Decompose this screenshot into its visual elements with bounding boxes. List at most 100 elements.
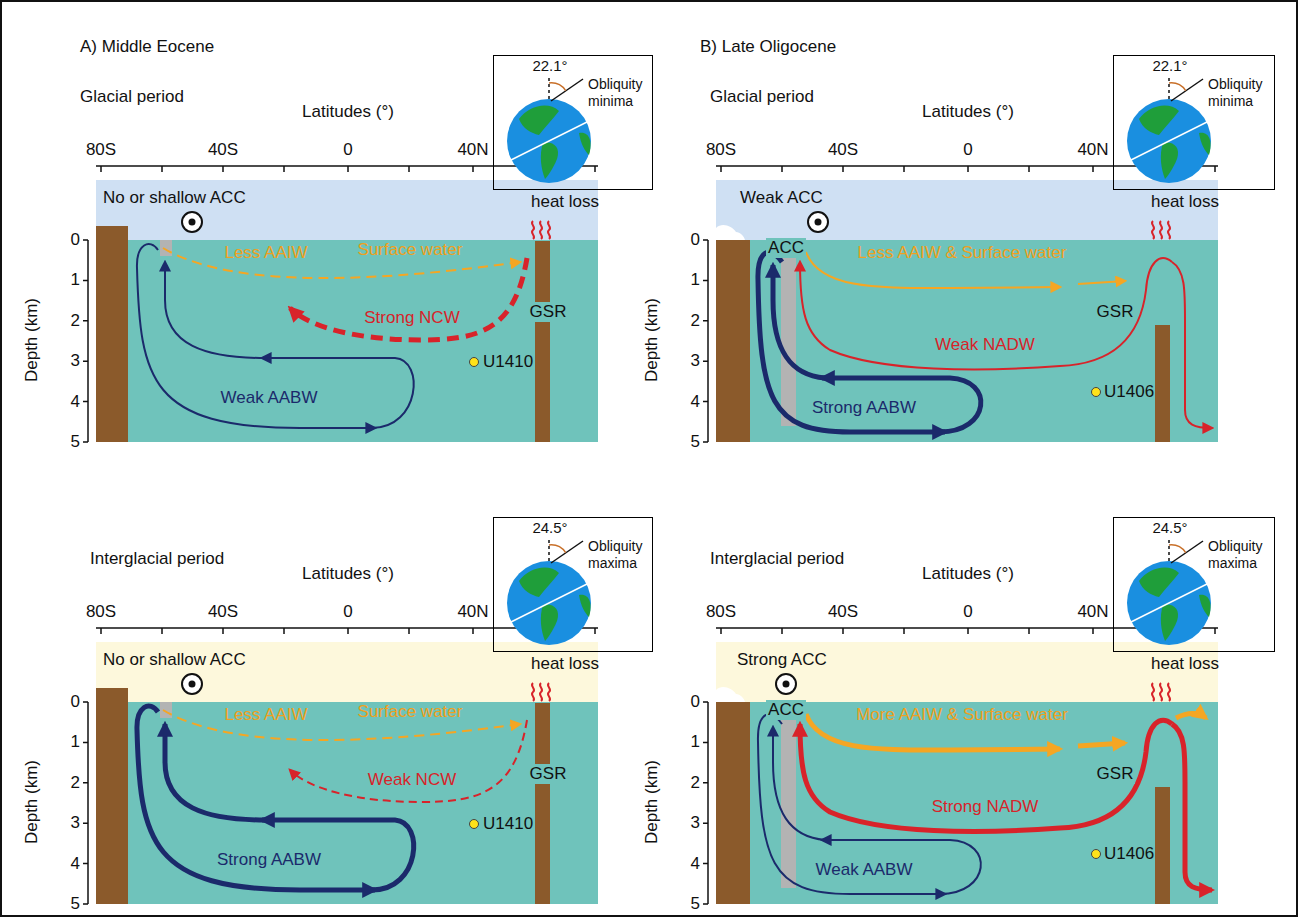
circulation-arrow xyxy=(758,252,945,432)
text-label: 40N xyxy=(1077,602,1108,622)
ridge-bar xyxy=(1155,787,1170,904)
circulation-arrow xyxy=(163,248,520,278)
ocean-section xyxy=(83,166,598,442)
circulation-arrow xyxy=(758,252,1212,432)
text-label: 80S xyxy=(86,602,116,622)
circulation-arrow xyxy=(137,244,527,428)
text-label: Weak NADW xyxy=(935,335,1035,355)
continent-wall xyxy=(96,226,128,442)
text-label: 40N xyxy=(457,602,488,622)
circulation-arrow xyxy=(758,714,945,894)
angle-value: 24.5° xyxy=(532,519,567,536)
text-label: 4 xyxy=(71,392,80,412)
acc-current-symbol xyxy=(182,212,202,232)
text-label: 40S xyxy=(828,140,858,160)
globe-icon xyxy=(507,75,1211,645)
text-label: 40S xyxy=(208,602,238,622)
continent-wall xyxy=(716,240,750,442)
angle-value: 24.5° xyxy=(1152,519,1187,536)
text-label: 5 xyxy=(71,894,80,914)
circulation-arrow xyxy=(800,258,1172,369)
text-label: 4 xyxy=(691,854,700,874)
text-label: 0 xyxy=(71,692,80,712)
text-label: Strong NADW xyxy=(932,797,1039,817)
globe-icon xyxy=(507,75,591,183)
circulation-arrow xyxy=(165,724,265,820)
angle-value: 22.1° xyxy=(1152,57,1187,74)
text-label: 2 xyxy=(71,311,80,331)
text-label: GSR xyxy=(1095,302,1136,322)
text-label: Less AAIW xyxy=(224,705,307,725)
continent-wall xyxy=(96,688,128,904)
axis-title: Depth (km) xyxy=(642,298,662,382)
text-label: Strong AABW xyxy=(812,398,916,418)
text-label: Surface water xyxy=(358,702,463,722)
acc-gateway xyxy=(160,702,172,718)
text-label: Less AAIW & Surface water xyxy=(858,243,1067,263)
text-label: Interglacial period xyxy=(710,549,844,569)
text-label: Surface water xyxy=(358,240,463,260)
circulation-arrow xyxy=(137,244,375,428)
text-label: A) Middle Eocene xyxy=(80,37,214,57)
obliquity-inset: 22.1°Obliquity minima xyxy=(493,55,653,190)
text-label: 1 xyxy=(691,732,700,752)
text-label: 0 xyxy=(691,692,700,712)
text-label: Weak AABW xyxy=(816,860,913,880)
heat-loss-symbol xyxy=(532,221,550,239)
circulation-arrow xyxy=(1172,724,1212,890)
globe-icon xyxy=(1127,75,1211,183)
circulation-arrow xyxy=(1078,281,1125,284)
text-label: 0 xyxy=(691,230,700,250)
text-label: Glacial period xyxy=(710,87,814,107)
text-label: 40S xyxy=(208,140,238,160)
text-label: 0 xyxy=(343,140,352,160)
acc-current-symbol xyxy=(182,212,828,694)
text-label: 4 xyxy=(691,392,700,412)
axis-title: Depth (km) xyxy=(642,760,662,844)
text-label: 0 xyxy=(963,602,972,622)
text-label: 1 xyxy=(71,732,80,752)
ice-sheet xyxy=(716,225,745,240)
text-label: Weak AABW xyxy=(221,388,318,408)
ice-sheet xyxy=(716,687,745,702)
text-label: Strong NCW xyxy=(364,308,459,328)
circulation-arrow xyxy=(773,727,825,840)
text-label: Glacial period xyxy=(80,87,184,107)
circulation-arrow xyxy=(137,706,527,890)
text-label: 40N xyxy=(1077,140,1108,160)
acc-current-symbol xyxy=(808,212,828,232)
axis-title: Depth (km) xyxy=(22,298,42,382)
text-label: No or shallow ACC xyxy=(103,188,246,208)
ocean-section xyxy=(83,628,598,904)
text-label: GSR xyxy=(1095,764,1136,784)
text-label: 2 xyxy=(691,773,700,793)
text-label: heat loss xyxy=(531,192,599,212)
circulation-arrow xyxy=(800,720,1172,831)
text-label: Latitudes (°) xyxy=(302,102,394,122)
text-label: Latitudes (°) xyxy=(302,564,394,584)
acc-current-symbol xyxy=(182,674,202,694)
text-label: U1406 xyxy=(1104,382,1154,402)
text-label: 1 xyxy=(71,270,80,290)
acc-gateway xyxy=(160,240,172,256)
site-dot xyxy=(1092,850,1101,859)
ridge-bar xyxy=(1155,325,1170,442)
text-label: 0 xyxy=(343,602,352,622)
text-label: Less AAIW xyxy=(224,243,307,263)
text-label: 5 xyxy=(691,432,700,452)
inset-caption: Obliquity maxima xyxy=(588,538,650,572)
text-label: heat loss xyxy=(1151,192,1219,212)
text-label: 0 xyxy=(71,230,80,250)
site-dot xyxy=(1092,388,1101,397)
axis-title: Depth (km) xyxy=(22,760,42,844)
atmosphere-band xyxy=(716,180,1218,240)
text-label: 40S xyxy=(828,602,858,622)
inset-caption: Obliquity maxima xyxy=(1208,538,1272,572)
atmosphere-band xyxy=(96,642,598,702)
globe-icon xyxy=(1127,537,1211,645)
circulation-arrow xyxy=(773,265,825,378)
text-label: U1410 xyxy=(483,352,533,372)
heat-loss-symbol xyxy=(1152,221,1170,239)
